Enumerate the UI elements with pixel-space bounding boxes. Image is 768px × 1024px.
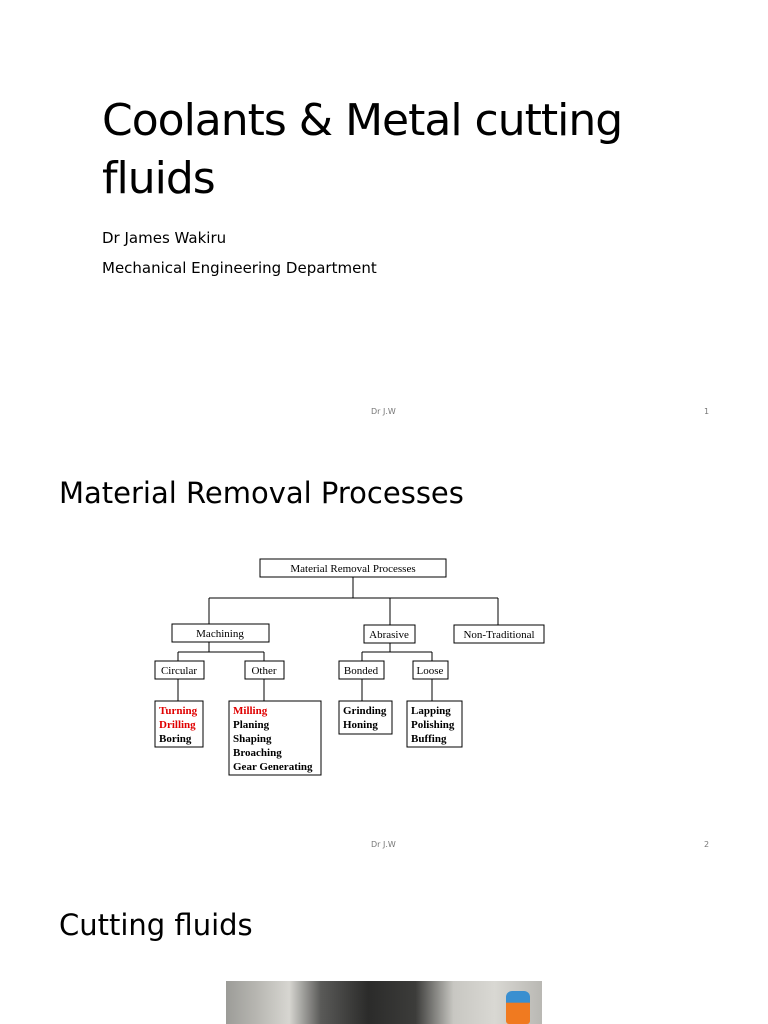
drilling-item: Drilling <box>159 719 196 731</box>
root-label: Material Removal Processes <box>290 563 415 575</box>
boring-item: Boring <box>159 733 192 745</box>
abrasive-label: Abrasive <box>369 629 409 641</box>
slide-title: Coolants & Metal cutting fluids <box>102 95 623 204</box>
department-name: Mechanical Engineering Department <box>102 259 377 277</box>
cutting-fluid-photo <box>226 981 542 1024</box>
slide-number: 1 <box>704 407 710 416</box>
slide-2: Material Removal Processes <box>0 432 768 864</box>
machining-box <box>171 623 270 643</box>
planing-item: Planing <box>233 719 270 731</box>
machining-label: Machining <box>196 628 244 640</box>
gear-generating-item: Gear Generating <box>233 761 313 773</box>
loose-label: Loose <box>417 665 444 677</box>
slide-3: Cutting fluids <box>0 864 768 1024</box>
milling-item: Milling <box>233 705 268 717</box>
bonded-items-box <box>338 700 393 735</box>
honing-item: Honing <box>343 719 378 731</box>
bonded-label: Bonded <box>344 665 379 677</box>
slide-title: Material Removal Processes <box>59 476 464 510</box>
circular-box <box>154 660 205 680</box>
lapping-item: Lapping <box>411 705 451 717</box>
loose-items-box <box>406 700 463 748</box>
process-tree-diagram: Material Removal Processes Machining Abr… <box>154 558 545 776</box>
buffing-item: Buffing <box>411 733 447 745</box>
slide-footer: Dr J.W <box>371 407 396 416</box>
turning-item: Turning <box>159 705 198 717</box>
coolant-nozzle-image <box>506 991 530 1024</box>
shaping-item: Shaping <box>233 733 272 745</box>
non-traditional-label: Non-Traditional <box>463 629 534 641</box>
slide-footer: Dr J.W <box>371 840 396 849</box>
non-traditional-box <box>453 624 545 644</box>
slide-1: Coolants & Metal cutting fluids Dr James… <box>0 0 768 432</box>
circular-items-box <box>154 700 204 748</box>
other-items-box <box>228 700 322 776</box>
polishing-item: Polishing <box>411 719 455 731</box>
slide-number: 2 <box>704 840 710 849</box>
circular-label: Circular <box>161 665 197 677</box>
broaching-item: Broaching <box>233 747 282 759</box>
author-name: Dr James Wakiru <box>102 229 227 247</box>
slide-title: Cutting fluids <box>59 908 253 942</box>
grinding-item: Grinding <box>343 705 387 717</box>
loose-box <box>412 660 449 680</box>
other-label: Other <box>251 665 276 677</box>
